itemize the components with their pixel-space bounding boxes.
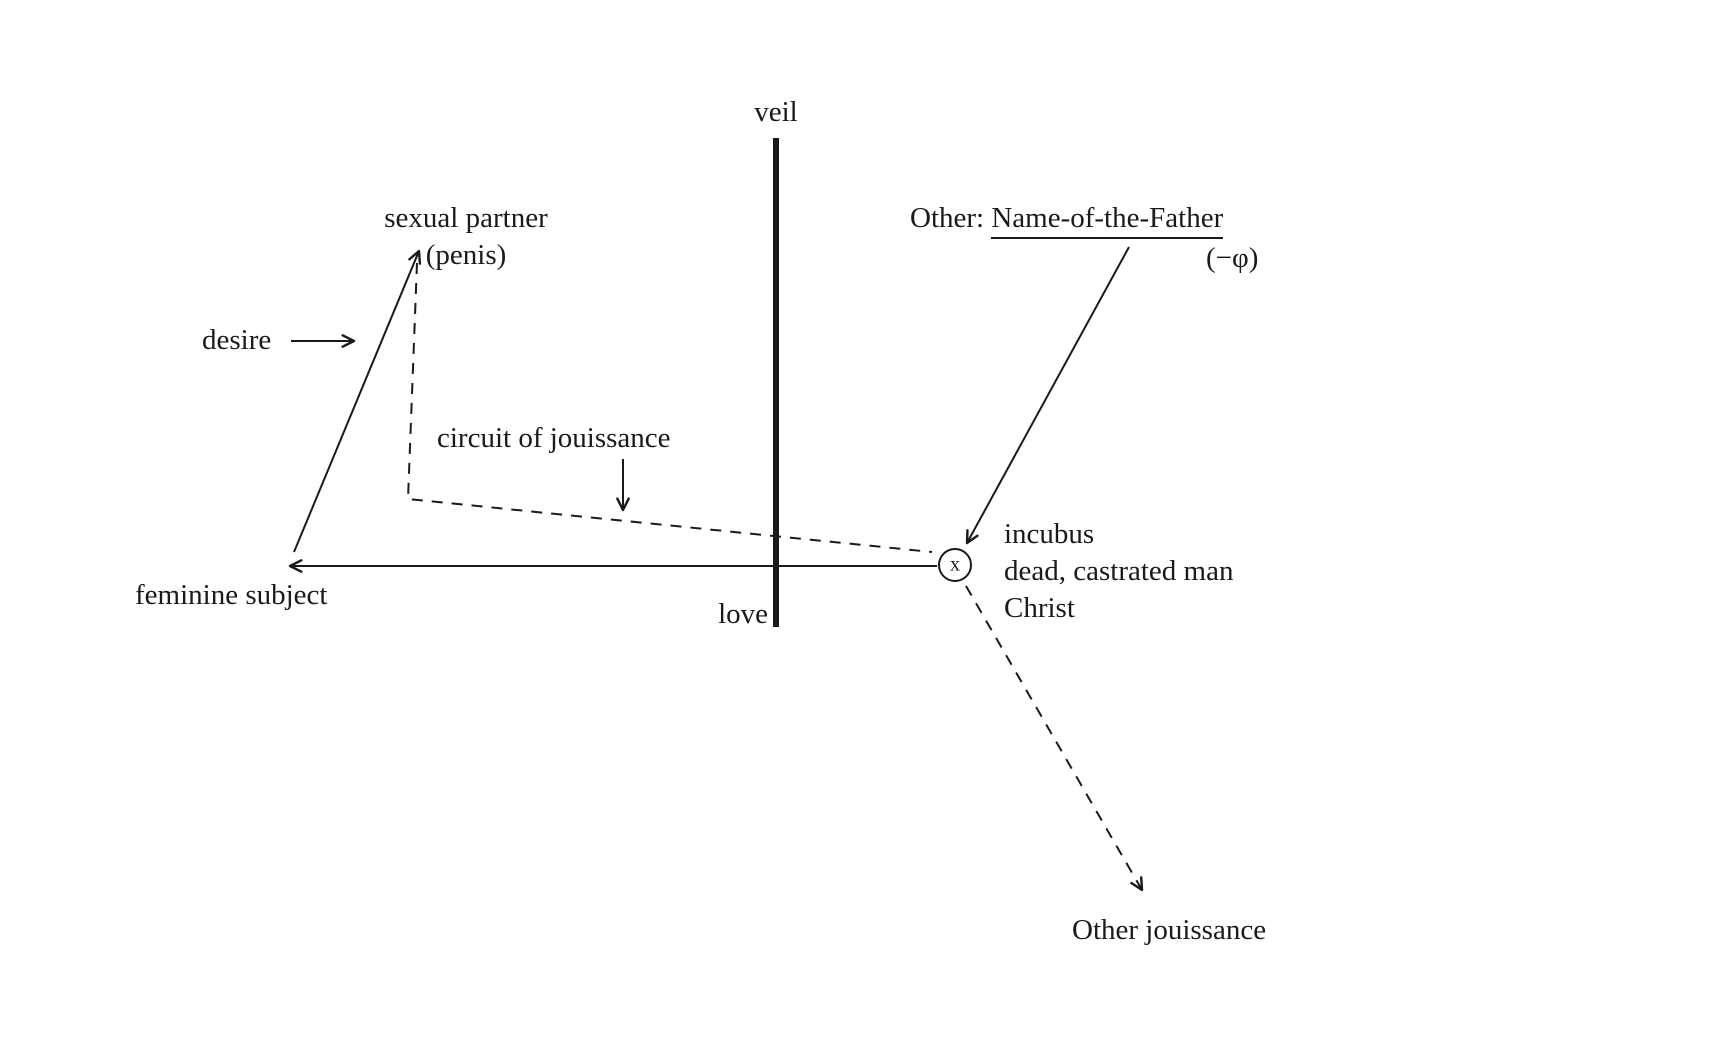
sexual-partner-label: sexual partner (penis) [384, 200, 547, 274]
dead-castrated-man-label: dead, castrated man [1004, 555, 1234, 587]
sexual-partner-line2: (penis) [425, 239, 507, 271]
circuit-of-jouissance-dashed-line [406, 262, 933, 553]
love-label: love [718, 598, 768, 630]
x-node-circle [938, 548, 972, 582]
other-name-of-the-father-label: Other: Name-of-the-Father [910, 200, 1224, 239]
other-prefix-text: Other: [910, 202, 992, 234]
desire-vector-arrow [293, 249, 422, 553]
veil-label: veil [754, 96, 798, 128]
other-jouissance-label: Other jouissance [1072, 914, 1267, 946]
feminine-subject-label: feminine subject [135, 579, 328, 611]
christ-label: Christ [1004, 592, 1075, 624]
minus-phi-label: (−φ) [1206, 242, 1259, 274]
x-node-glyph: x [950, 553, 960, 576]
circuit-of-jouissance-label: circuit of jouissance [437, 422, 671, 454]
desire-label: desire [202, 324, 272, 356]
incubus-label: incubus [1004, 518, 1095, 550]
name-of-the-father-text: Name-of-the-Father [991, 202, 1224, 239]
name-of-the-father-arrow [965, 246, 1130, 545]
sexual-partner-line1: sexual partner [384, 202, 548, 234]
x-node-description: incubus dead, castrated man Christ [1004, 516, 1233, 627]
other-jouissance-dashed-arrow [965, 585, 1144, 892]
